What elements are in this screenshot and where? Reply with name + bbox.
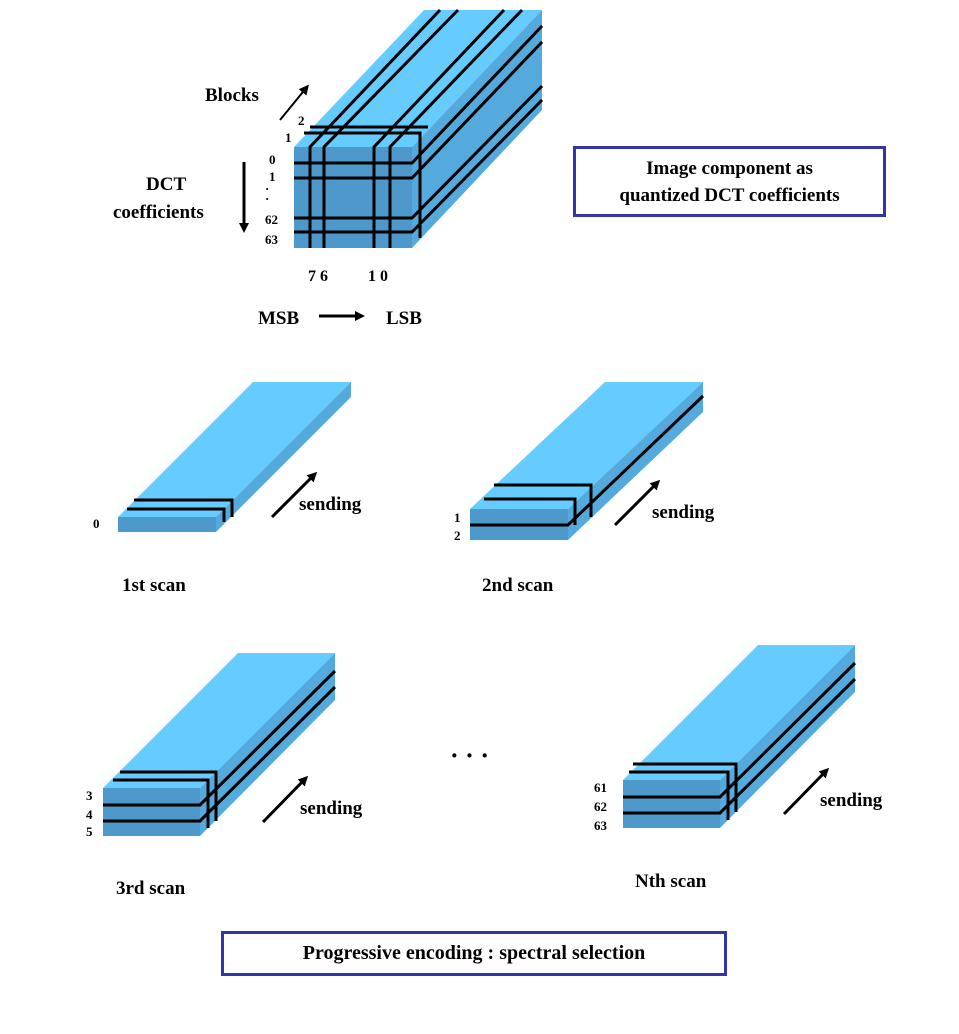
- component-caption-line2: quantized DCT coefficients: [619, 184, 840, 206]
- scan-1-sending-label: sending: [299, 494, 362, 515]
- scan-2-slab: [470, 382, 705, 540]
- scan-1-label: 1st scan: [122, 575, 186, 596]
- scan-3-sending-label: sending: [300, 798, 363, 819]
- coef-index-0: 0: [269, 152, 276, 167]
- scan-n-index-63: 63: [594, 818, 608, 833]
- scan-1-slab: [118, 382, 351, 532]
- scan-2-index-2: 2: [454, 528, 461, 543]
- blocks-label: Blocks: [205, 85, 259, 106]
- blocks-arrow: [279, 84, 309, 121]
- scan-n-top-face: [623, 645, 855, 780]
- scan-1-side-face: [216, 382, 351, 532]
- scan-n-label: Nth scan: [635, 871, 707, 892]
- scan-1-top-face: [118, 382, 351, 517]
- scan-n-arrow: [782, 767, 830, 816]
- component-caption-box: Image component as quantized DCT coeffic…: [573, 146, 886, 217]
- block-index-2: 2: [298, 113, 305, 128]
- scan-3-index-5: 5: [86, 824, 93, 839]
- scan-3-label: 3rd scan: [116, 878, 186, 899]
- scan-n-side-face: [720, 645, 855, 828]
- scan-n-front-face: [623, 780, 720, 828]
- dct-block: [294, 8, 544, 248]
- coef-index-63: 63: [265, 232, 279, 247]
- scan-1-front-face: [118, 517, 216, 532]
- scan-3-index-3: 3: [86, 788, 93, 803]
- scan-3-side-face: [200, 653, 335, 836]
- component-caption-line1: Image component as: [646, 157, 813, 179]
- scan-3-index-4: 4: [86, 807, 93, 822]
- block-index-1: 1: [285, 130, 292, 145]
- msb-label: MSB: [258, 308, 300, 329]
- scan-3-top-face: [103, 653, 335, 788]
- scan-2-top-face: [470, 382, 703, 509]
- scan-n-index-61: 61: [594, 780, 607, 795]
- scan-n-sending-label: sending: [820, 790, 883, 811]
- coef-index-1: 1: [269, 169, 276, 184]
- lsb-label: LSB: [386, 308, 422, 329]
- coefficients-label: coefficients: [113, 202, 204, 223]
- progressive-encoding-caption: Progressive encoding : spectral selectio…: [221, 931, 727, 976]
- scan-3-front-face: [103, 788, 200, 836]
- dct-block-grid: [294, 8, 544, 248]
- bit-labels-msb: 7 6: [308, 268, 328, 285]
- bit-labels-lsb: 1 0: [368, 268, 388, 285]
- scan-2-index-1: 1: [454, 510, 461, 525]
- coef-dots-2: ·: [265, 191, 269, 206]
- scan-1-arrow: [270, 471, 318, 519]
- ellipsis: · · ·: [450, 741, 489, 770]
- scan-3-slab: [103, 653, 337, 836]
- scan-1-index-0: 0: [93, 516, 100, 531]
- dct-label: DCT: [146, 174, 186, 195]
- scan-n-index-62: 62: [594, 799, 607, 814]
- coef-index-62: 62: [265, 212, 278, 227]
- scan-2-label: 2nd scan: [482, 575, 554, 596]
- scan-3-arrow: [261, 775, 309, 824]
- scan-2-arrow: [613, 479, 661, 527]
- scan-n-slab: [623, 645, 857, 828]
- coef-dots-1: ·: [265, 181, 269, 196]
- scan-2-sending-label: sending: [652, 502, 715, 523]
- dct-block-side-face: [412, 10, 542, 248]
